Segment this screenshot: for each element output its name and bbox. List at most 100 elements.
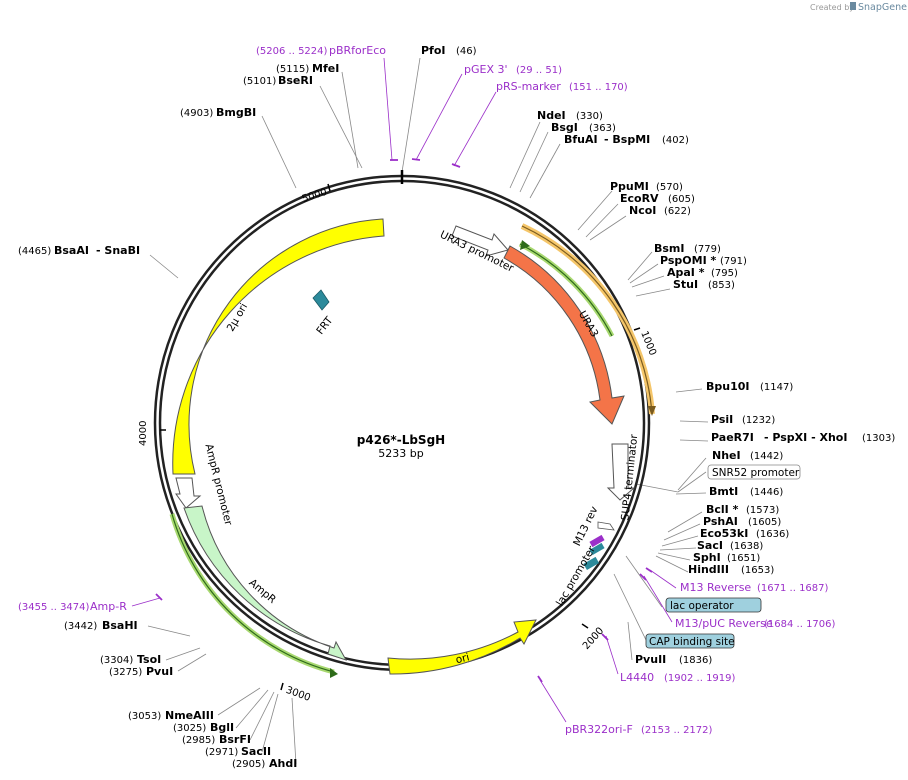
primer-pgex-name[interactable]: pGEX 3' [464, 63, 508, 76]
site-bsahi-name[interactable]: BsaHI [102, 619, 138, 632]
lac-operator-box[interactable] [665, 597, 762, 613]
site-bsmi-coord: (779) [694, 244, 721, 255]
backbone-outer [153, 174, 651, 672]
primer-leaders [131, 57, 677, 723]
primer-pbrforeco-coord: (5206 .. 5224) [256, 46, 328, 57]
site-bsaai-extra[interactable]: - SnaBI [96, 244, 140, 257]
site-ncoi-coord: (622) [664, 206, 691, 217]
ori-arc[interactable] [387, 619, 537, 675]
site-ppumi-name[interactable]: PpuMI [610, 180, 649, 193]
tick-2000: 2000 [581, 626, 606, 652]
site-ncoi-name[interactable]: NcoI [629, 204, 656, 217]
primer-m13-reverse-name[interactable]: M13 Reverse [680, 581, 751, 594]
ampr-promoter-arrow[interactable] [175, 477, 202, 509]
lac-operator-label: lac operator [670, 600, 734, 612]
site-pfoi-name[interactable]: PfoI [421, 44, 446, 57]
site-hindiii-name[interactable]: HindIII [688, 563, 729, 576]
site-ndei-name[interactable]: NdeI [537, 109, 566, 122]
site-saci-name[interactable]: SacI [697, 539, 723, 552]
site-bfuai-extra[interactable]: - BspMI [604, 133, 650, 146]
lac-operator-feature[interactable] [589, 542, 605, 556]
m13-rev-primer-bind[interactable] [589, 534, 605, 548]
site-bsgi-coord: (363) [589, 123, 616, 134]
site-sacii-coord: (2971) [205, 747, 238, 758]
site-ahdi-name[interactable]: AhdI [269, 757, 297, 770]
leader-lines [147, 57, 709, 765]
site-ahdi-coord: (2905) [232, 759, 265, 770]
site-paer7i-name[interactable]: PaeR7I [711, 431, 754, 444]
site-bfuai-name[interactable]: BfuAI [564, 133, 598, 146]
site-mfei-name[interactable]: MfeI [312, 62, 339, 75]
site-pvuii-name[interactable]: PvuII [635, 653, 666, 666]
primer-m13puc-coord: (1684 .. 1706) [764, 619, 836, 630]
site-bsmi-name[interactable]: BsmI [654, 242, 685, 255]
site-ndei-coord: (330) [576, 111, 603, 122]
site-pshai-name[interactable]: PshAI [703, 515, 738, 528]
site-eco53ki-name[interactable]: Eco53kI [700, 527, 748, 540]
primer-l4440-coord: (1902 .. 1919) [664, 673, 736, 684]
site-bseri-name[interactable]: BseRI [278, 74, 313, 87]
site-mfei-coord: (5115) [276, 64, 309, 75]
site-bmti-name[interactable]: BmtI [709, 485, 738, 498]
site-bsgi-name[interactable]: BsgI [551, 121, 578, 134]
primer-ampr-name[interactable]: Amp-R [90, 600, 127, 613]
primer-m13puc-name[interactable]: M13/pUC Reverse [675, 617, 773, 630]
site-psii-name[interactable]: PsiI [711, 413, 733, 426]
site-tsoi-name[interactable]: TsoI [137, 653, 161, 666]
primer-prs-name[interactable]: pRS-marker [496, 80, 561, 93]
site-paer7i-extra[interactable]: - PspXI - XhoI [764, 431, 847, 444]
primer-l4440-name[interactable]: L4440 [620, 671, 654, 684]
green-orf-highlight [518, 241, 615, 338]
frt-label: FRT [314, 314, 336, 337]
site-bfuai-coord: (402) [662, 135, 689, 146]
site-pvui-name[interactable]: PvuI [146, 665, 173, 678]
site-hindiii-coord: (1653) [741, 565, 774, 576]
site-pvuii-coord: (1836) [679, 655, 712, 666]
snr52-box[interactable] [707, 464, 801, 480]
site-ecorv-name[interactable]: EcoRV [620, 192, 659, 205]
primer-m13-reverse-coord: (1671 .. 1687) [757, 583, 829, 594]
cap-site-box[interactable] [645, 633, 735, 649]
snapgene-logo-icon [850, 2, 856, 10]
site-nmeaiii-name[interactable]: NmeAIII [165, 709, 214, 722]
site-sphi-name[interactable]: SphI [693, 551, 721, 564]
site-nhei-name[interactable]: NheI [712, 449, 741, 462]
two-micron-ori-arc[interactable] [172, 218, 385, 475]
site-sphi-coord: (1651) [727, 553, 760, 564]
ura3-gene-arrow[interactable] [503, 245, 625, 425]
primer-marks [155, 158, 653, 683]
primer-pbrforeco-name[interactable]: pBRforEco [329, 44, 386, 57]
site-saci-coord: (1638) [730, 541, 763, 552]
ura3-promoter-arrow[interactable] [451, 225, 509, 257]
site-bcli-name[interactable]: BclI * [706, 503, 739, 516]
site-bsrfi-name[interactable]: BsrFI [219, 733, 251, 746]
cap-site-label: CAP binding site [649, 636, 735, 648]
cap-site-feature[interactable] [583, 556, 600, 570]
frt-arrow[interactable] [312, 289, 330, 311]
site-bmgbi-name[interactable]: BmgBI [216, 106, 256, 119]
site-bpu10i-name[interactable]: Bpu10I [706, 380, 750, 393]
site-pspomi-name[interactable]: PspOMI * [660, 254, 717, 267]
green-orf-line [519, 243, 613, 337]
site-pspomi-coord: (791) [720, 256, 747, 267]
site-pvui-coord: (3275) [109, 667, 142, 678]
site-bsaai-name[interactable]: BsaAI [54, 244, 89, 257]
site-tsoi-coord: (3304) [100, 655, 133, 666]
site-eco53ki-coord: (1636) [756, 529, 789, 540]
ampr-promoter-label: AmpR promoter [202, 443, 234, 528]
site-apai-name[interactable]: ApaI * [667, 266, 705, 279]
small-arrow-feature[interactable] [597, 521, 615, 531]
site-bgli-name[interactable]: BglI [210, 721, 234, 734]
sup4-terminator-arrow[interactable] [606, 443, 636, 501]
site-paer7i-coord: (1303) [862, 433, 895, 444]
site-stui-name[interactable]: StuI [673, 278, 698, 291]
site-pshai-coord: (1605) [748, 517, 781, 528]
site-bpu10i-coord: (1147) [760, 382, 793, 393]
site-sacii-name[interactable]: SacII [241, 745, 271, 758]
primer-pbr322ori-name[interactable]: pBR322ori-F [565, 723, 633, 736]
primer-pgex-coord: (29 .. 51) [516, 65, 562, 76]
ampr-gene-arrow[interactable] [183, 505, 348, 661]
site-stui-coord: (853) [708, 280, 735, 291]
tick-4000: 4000 [138, 421, 149, 446]
ampr-orf-arrowhead [330, 668, 338, 678]
